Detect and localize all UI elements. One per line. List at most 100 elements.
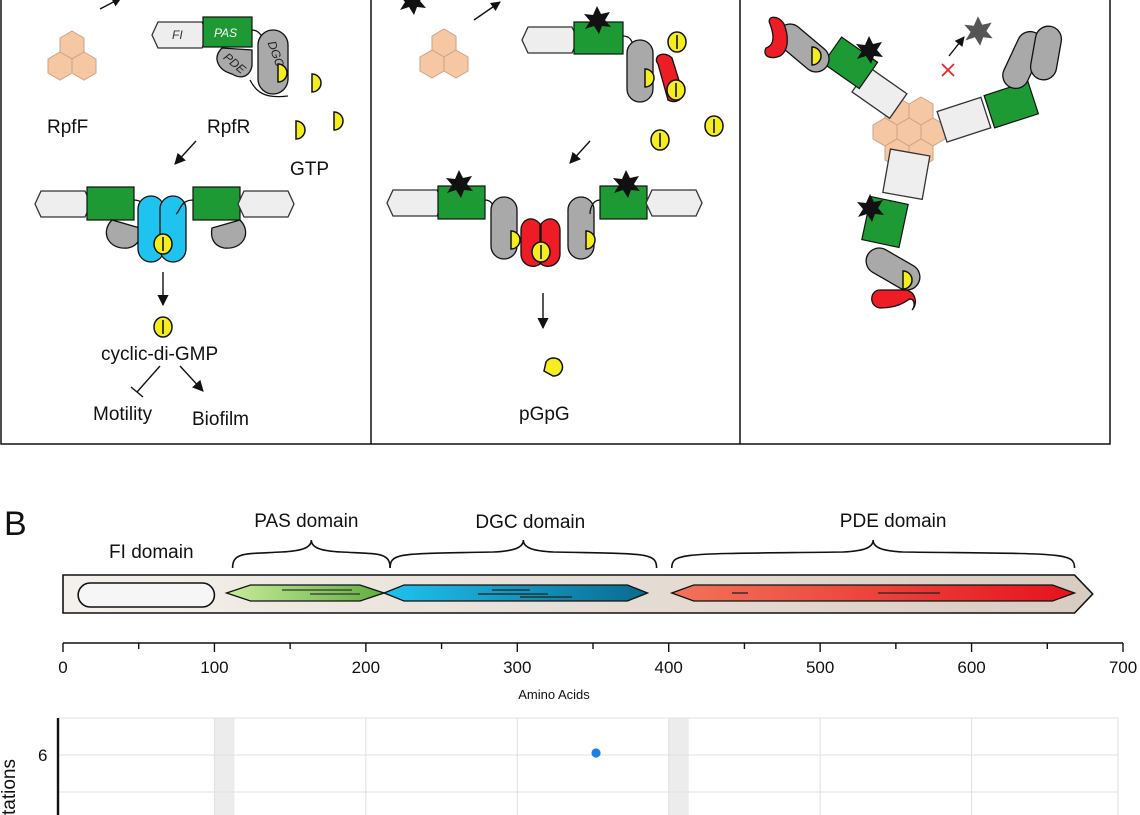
pas-domain-shape (599, 185, 648, 220)
fi-domain-shape (936, 96, 992, 143)
arrow (99, 0, 122, 10)
pas-domain-shape (202, 16, 253, 48)
panel-a-frame (0, 0, 1111, 445)
axis-tick-label: 0 (58, 658, 67, 677)
dgc-domain-shape (490, 196, 518, 260)
gtp-label: GTP (290, 159, 329, 180)
cyclic-di-gmp-icon (650, 129, 670, 151)
cyclic-di-gmp-icon (531, 241, 551, 263)
cyclic-di-gmp-icon (153, 233, 173, 255)
rpfr-dimer-pde (386, 170, 703, 268)
arrow (174, 140, 197, 165)
domain-label-fi: FI domain (109, 542, 193, 563)
gtp-icon (333, 111, 344, 131)
rpfr-arm (822, 36, 879, 90)
mutation-plot: 6 tations (0, 717, 1119, 815)
fi-domain-bar (77, 582, 216, 608)
fi-domain-shape (34, 190, 92, 218)
rpfr-arm (936, 96, 992, 143)
subpanel-rpff-rpfr: RpfF FI PAS DGC PDE RpfR GTP (34, 0, 344, 430)
pde-shape (764, 16, 788, 59)
axis-tick-label: 700 (1109, 658, 1137, 677)
domain-label-pas: PAS domain (254, 511, 358, 532)
rpfr-monomer: FI PAS DGC PDE (151, 16, 289, 98)
dgc-domain-bar (382, 584, 650, 602)
gtp-icon (510, 230, 521, 250)
axis-label: Amino Acids (518, 687, 590, 702)
domain-brace (231, 539, 391, 569)
dgc-domain-shape (1029, 25, 1063, 81)
axis-tick-label: 500 (806, 658, 834, 677)
shaded-region (214, 718, 235, 815)
amino-acid-axis: 0 100 200 300 400 500 600 700 (58, 642, 1137, 677)
arrow (473, 1, 501, 21)
y-tick-label: 6 (38, 746, 47, 765)
rpff-hexamer-icon (47, 30, 97, 81)
pas-domain-shape (192, 186, 241, 221)
secondary-structure-lines (282, 589, 940, 598)
fi-tag: FI (172, 28, 183, 42)
inhibition-bar (130, 386, 144, 398)
rpfr-arm (983, 80, 1040, 129)
panel-a: RpfF FI PAS DGC PDE RpfR GTP (0, 0, 1111, 445)
ligand-star-icon (964, 16, 993, 46)
gtp-icon (295, 120, 306, 140)
domain-label-dgc: DGC domain (475, 512, 585, 533)
mutation-point (591, 748, 601, 758)
arrow (948, 36, 965, 57)
product-label: pGpG (519, 404, 570, 425)
fi-domain-shape (645, 189, 703, 217)
panel-b: B FI domain PAS domain DGC domain PDE do… (0, 505, 1137, 815)
fi-domain-shape (386, 189, 444, 217)
blocked-mark (941, 63, 955, 77)
rpfr-dimer-active (34, 186, 295, 263)
pde-domain-bar (669, 584, 1077, 602)
axis-tick-label: 300 (503, 658, 531, 677)
pas-domain-shape (86, 186, 135, 221)
arrow (569, 140, 591, 164)
domain-brace (389, 539, 658, 569)
axis-tick-label: 100 (200, 658, 228, 677)
gtp-icon (311, 73, 322, 93)
rpff-label: RpfF (47, 117, 88, 138)
pas-domain-shape (573, 21, 624, 55)
rpfr-arm (882, 148, 931, 201)
pgpg-icon (543, 357, 564, 377)
fi-domain-shape (882, 148, 931, 201)
cyclic-di-gmp-icon (704, 115, 724, 137)
axis-tick-label: 600 (957, 658, 985, 677)
fi-domain-shape (237, 190, 295, 218)
subpanel-rpff-complex (764, 16, 1063, 311)
pde-domain-shape (216, 47, 253, 78)
product-label: cyclic-di-GMP (101, 344, 218, 365)
pas-domain-shape (983, 80, 1040, 129)
axis-tick-label: 400 (655, 658, 683, 677)
fi-domain-shape (521, 26, 579, 54)
dgc-domain-shape (865, 247, 921, 291)
pde-domain-shape (105, 219, 142, 249)
ligand-star-icon (399, 0, 426, 15)
pas-tag: PAS (214, 26, 237, 40)
y-axis-label: tations (0, 759, 20, 815)
motility-label: Motility (93, 404, 153, 425)
arrow (179, 365, 204, 392)
axis-tick-label: 200 (352, 658, 380, 677)
biofilm-label: Biofilm (192, 409, 249, 430)
pde-domain-shape (210, 219, 247, 249)
dgc-domain-shape (567, 196, 595, 260)
domain-label-pde: PDE domain (840, 511, 947, 532)
cyclic-di-gmp-icon (667, 31, 687, 53)
pas-domain-bar (224, 584, 387, 602)
shaded-region (668, 718, 689, 815)
pas-domain-shape (822, 36, 879, 90)
subpanel-pde-active: pGpG (386, 0, 724, 425)
cyclic-di-gmp-icon (666, 79, 686, 101)
pde-shape (871, 289, 917, 311)
cyclic-di-gmp-icon (153, 316, 173, 338)
rpfr-label: RpfR (207, 117, 250, 138)
inhibition-line (136, 365, 161, 393)
domain-brace (670, 539, 1076, 569)
rpfr-monomer-bound (521, 6, 686, 103)
panel-letter: B (4, 505, 27, 543)
